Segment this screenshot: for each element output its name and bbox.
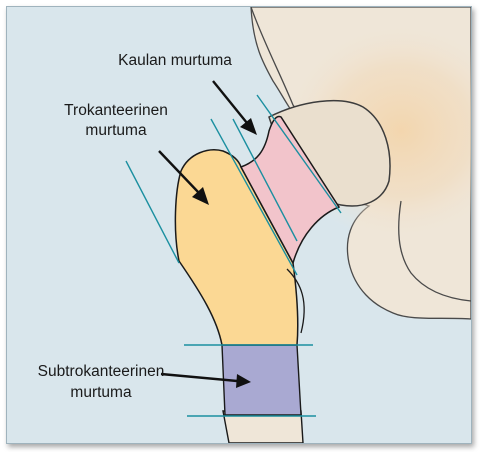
trochanteric-guide-line-1 <box>125 160 180 264</box>
arrow-icon <box>158 150 209 205</box>
femur-fracture-diagram: Kaulan murtuma Trokanteerinen murtuma Su… <box>38 7 471 443</box>
neck-fracture-label: Kaulan murtuma <box>118 52 232 69</box>
trochanteric-fracture-label-line1: Trokanteerinen <box>64 102 168 119</box>
neck-guide-line-1 <box>232 118 298 242</box>
lesser-trochanter-contour <box>286 268 305 334</box>
obturator-contour <box>398 200 471 302</box>
trochanteric-fracture-label-line2: murtuma <box>85 122 147 139</box>
trochanteric-guide-line-2 <box>210 118 298 276</box>
diagram-frame: Kaulan murtuma Trokanteerinen murtuma Su… <box>6 6 472 444</box>
subtrochanteric-fracture-label-line2: murtuma <box>70 384 132 401</box>
arrow-icon <box>160 372 251 388</box>
neck-guide-line-2 <box>256 94 342 214</box>
neck-region <box>239 115 341 265</box>
fracture-guide-lines <box>125 94 342 417</box>
arrow-icon <box>212 80 257 135</box>
subtrochanteric-fracture-label-line1: Subtrokanteerinen <box>38 363 165 380</box>
